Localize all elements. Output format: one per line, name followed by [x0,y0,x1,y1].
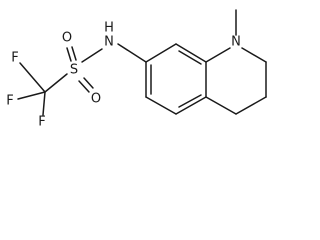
bond-c3-c4 [235,96,267,115]
atom-oxygen-bottom: O [91,92,101,107]
bond-c8a-n1 [205,47,231,63]
atom-f-left: F [6,94,13,109]
bond-s-n [81,48,103,63]
bond-c4-c4a [205,96,237,115]
atom-labels: F F F S O O N H N [6,21,241,130]
bond-f-top-c [19,62,46,93]
bond-s-o-top-2 [71,46,77,61]
atom-f-bottom: F [38,115,45,130]
bond-c4a-c5-inner [178,94,202,108]
bond-c7-c8 [145,43,177,63]
bond-c8-c8a-inner [178,50,202,65]
bond-s-o-bottom-1 [78,80,90,93]
bond-n-aryl [117,43,147,63]
bonds [17,9,267,116]
bond-s-o-bottom-2 [83,77,94,89]
atom-nitrogen-ring: N [231,35,241,50]
bond-s-o-top-1 [66,47,72,62]
atom-oxygen-top: O [62,31,72,46]
bond-f-bottom-c [42,91,46,116]
bond-c-s [44,73,68,93]
atom-f-top: F [11,51,18,66]
chemical-structure-diagram: F F F S O O N H N [6,9,267,130]
bond-c5-c6 [145,96,177,115]
atom-hydrogen-amide: H [104,21,114,36]
bond-f-left-c [17,91,46,100]
atom-nitrogen-amide: N [104,35,114,50]
bond-n1-c2 [241,47,267,63]
bond-c8-c8a [175,43,207,63]
atom-sulfur: S [70,63,78,78]
bond-c4a-c5 [175,96,207,115]
